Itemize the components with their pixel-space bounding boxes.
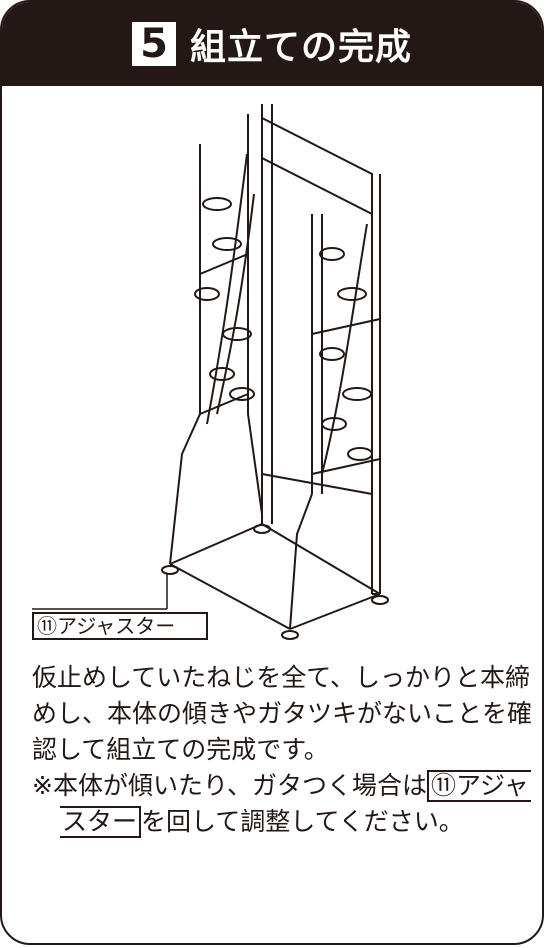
rack-illustration: [32, 104, 389, 640]
step-title: 組立ての完成: [189, 27, 412, 68]
note-suffix: を回して調整してください。: [141, 807, 464, 836]
note-part-label-b: スター: [60, 806, 142, 838]
note-line-2: スターを回して調整してください。: [32, 804, 542, 840]
instruction-line-3: 認して組立ての完成です。: [32, 735, 329, 764]
adjuster-part-label: ⑪アジャスター: [32, 612, 208, 640]
step-number-badge: 5: [131, 21, 176, 67]
step-header: 5 組立ての完成: [2, 2, 542, 86]
note-prefix: ※本体が傾いたり、ガタつく場合は: [32, 771, 427, 800]
note-part-label-a: ⑪アジャ: [426, 770, 531, 802]
instruction-text: 仮止めしていたねじを全て、しっかりと本締 めし、本体の傾きやガタツキがないことを…: [32, 660, 542, 840]
instruction-line-1: 仮止めしていたねじを全て、しっかりと本締: [32, 663, 531, 692]
instruction-line-2: めし、本体の傾きやガタツキがないことを確: [32, 699, 533, 728]
